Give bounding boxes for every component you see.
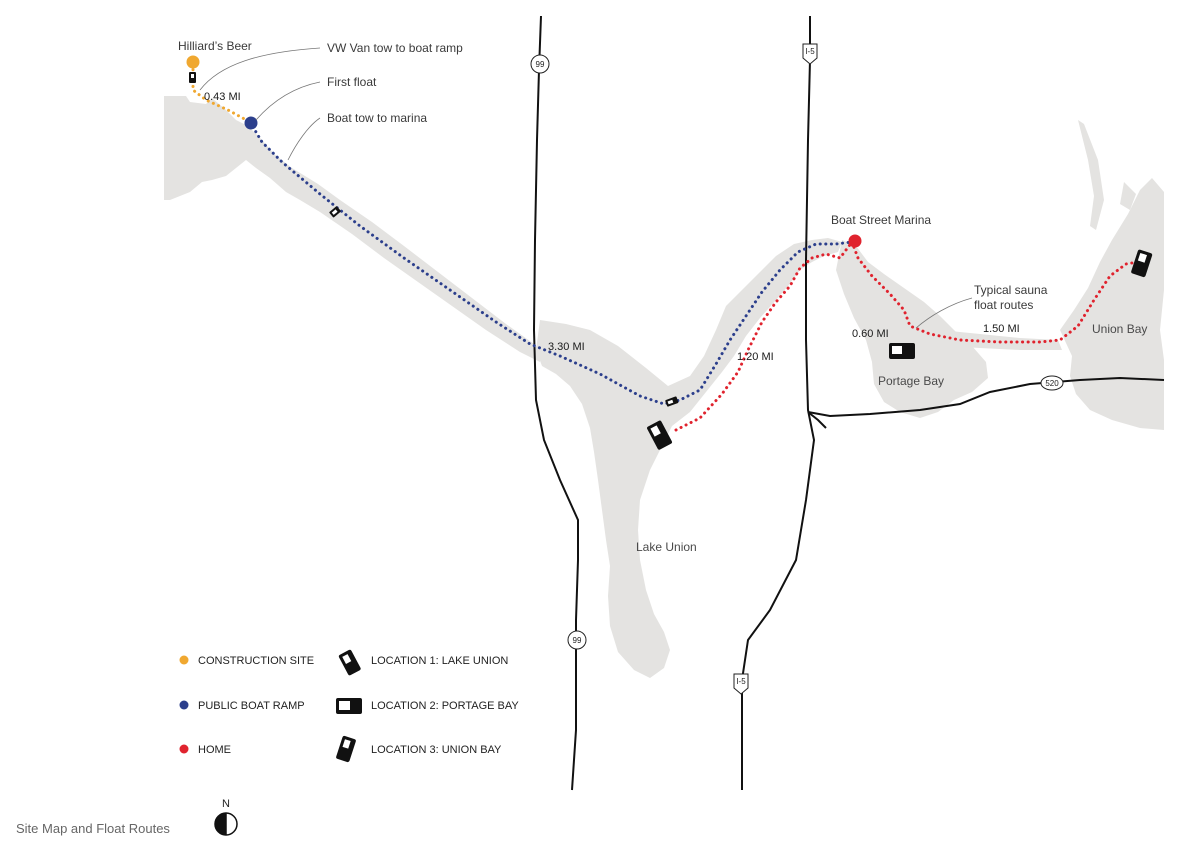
legend-ramp-label: PUBLIC BOAT RAMP xyxy=(198,700,305,712)
legend-ramp-swatch xyxy=(179,700,189,710)
shield-i5-bottom: I-5 xyxy=(733,673,749,695)
sauna-location-2-icon[interactable] xyxy=(889,343,915,359)
legend-location-3-icon xyxy=(336,735,356,763)
svg-text:I-5: I-5 xyxy=(805,47,815,56)
union-bay-inlet xyxy=(1120,182,1136,210)
road-i5-connector xyxy=(807,411,827,429)
legend-construction-label: CONSTRUCTION SITE xyxy=(198,655,314,667)
callout-leaders xyxy=(199,47,973,329)
montlake-cut-water xyxy=(940,330,1062,350)
legend-location-1-label: LOCATION 1: LAKE UNION xyxy=(371,655,508,667)
road-sr99 xyxy=(532,15,579,791)
label-vw-van-tow: VW Van tow to boat ramp xyxy=(327,41,463,55)
legend-location-2-label: LOCATION 2: PORTAGE BAY xyxy=(371,700,519,712)
label-boat-street-marina: Boat Street Marina xyxy=(831,213,931,227)
road-sr520 xyxy=(807,376,1165,418)
trailer-icon xyxy=(665,396,679,407)
route-float-union-bay xyxy=(850,240,1140,344)
north-arrow-icon: N xyxy=(214,798,238,836)
water-label-lake-union: Lake Union xyxy=(636,540,697,554)
distance-label: 1.20 MI xyxy=(737,351,774,363)
leader-boat-tow xyxy=(287,117,321,161)
route-boat-tow xyxy=(248,120,854,406)
construction-site-marker[interactable] xyxy=(186,55,200,69)
label-typical-routes-line1: Typical sauna xyxy=(974,283,1048,297)
trailer-icon xyxy=(329,206,341,218)
legend: CONSTRUCTION SITE PUBLIC BOAT RAMP HOME … xyxy=(179,649,519,763)
legend-home-swatch xyxy=(179,744,189,754)
home-marker[interactable] xyxy=(848,234,862,248)
lake-union-water xyxy=(536,238,842,678)
leader-first-float xyxy=(255,81,321,121)
legend-construction-swatch xyxy=(179,655,189,665)
label-typical-routes-line2: float routes xyxy=(974,298,1033,312)
leader-vw-van xyxy=(199,47,321,91)
legend-location-2-icon xyxy=(336,698,362,714)
distance-label: 0.43 MI xyxy=(204,91,241,103)
shield-sr99-top: 99 xyxy=(530,54,550,74)
shield-i5-top: I-5 xyxy=(802,43,818,65)
svg-text:520: 520 xyxy=(1045,379,1059,388)
distance-label: 3.30 MI xyxy=(548,341,585,353)
shield-sr520: 520 xyxy=(1040,375,1064,391)
svg-text:99: 99 xyxy=(536,60,545,69)
map-caption: Site Map and Float Routes xyxy=(16,821,170,836)
road-layer xyxy=(532,15,1165,791)
legend-home-label: HOME xyxy=(198,744,231,756)
legend-location-1-icon xyxy=(338,649,361,676)
svg-text:I-5: I-5 xyxy=(736,677,746,686)
sauna-location-1-icon[interactable] xyxy=(646,420,672,450)
water-layer xyxy=(164,96,1164,678)
label-hilliards-beer: Hilliard’s Beer xyxy=(178,39,252,53)
portage-bay-water xyxy=(836,240,988,418)
union-bay-inlet xyxy=(1078,120,1104,230)
water-label-union-bay: Union Bay xyxy=(1092,322,1147,336)
water-label-portage-bay: Portage Bay xyxy=(878,374,944,388)
label-boat-tow: Boat tow to marina xyxy=(327,111,427,125)
public-boat-ramp-marker[interactable] xyxy=(244,116,258,130)
sauna-location-3-icon[interactable] xyxy=(1131,249,1153,278)
north-label: N xyxy=(222,798,230,810)
distance-label: 0.60 MI xyxy=(852,328,889,340)
label-first-float: First float xyxy=(327,75,377,89)
salmon-bay-water xyxy=(164,96,540,362)
svg-text:99: 99 xyxy=(573,636,582,645)
distance-label: 1.50 MI xyxy=(983,323,1020,335)
legend-location-3-label: LOCATION 3: UNION BAY xyxy=(371,744,502,756)
shield-sr99-bottom: 99 xyxy=(567,630,587,650)
trailer-icon xyxy=(189,72,196,83)
union-bay-water xyxy=(1060,178,1164,430)
leader-typical xyxy=(915,297,973,329)
road-i5 xyxy=(741,16,816,790)
